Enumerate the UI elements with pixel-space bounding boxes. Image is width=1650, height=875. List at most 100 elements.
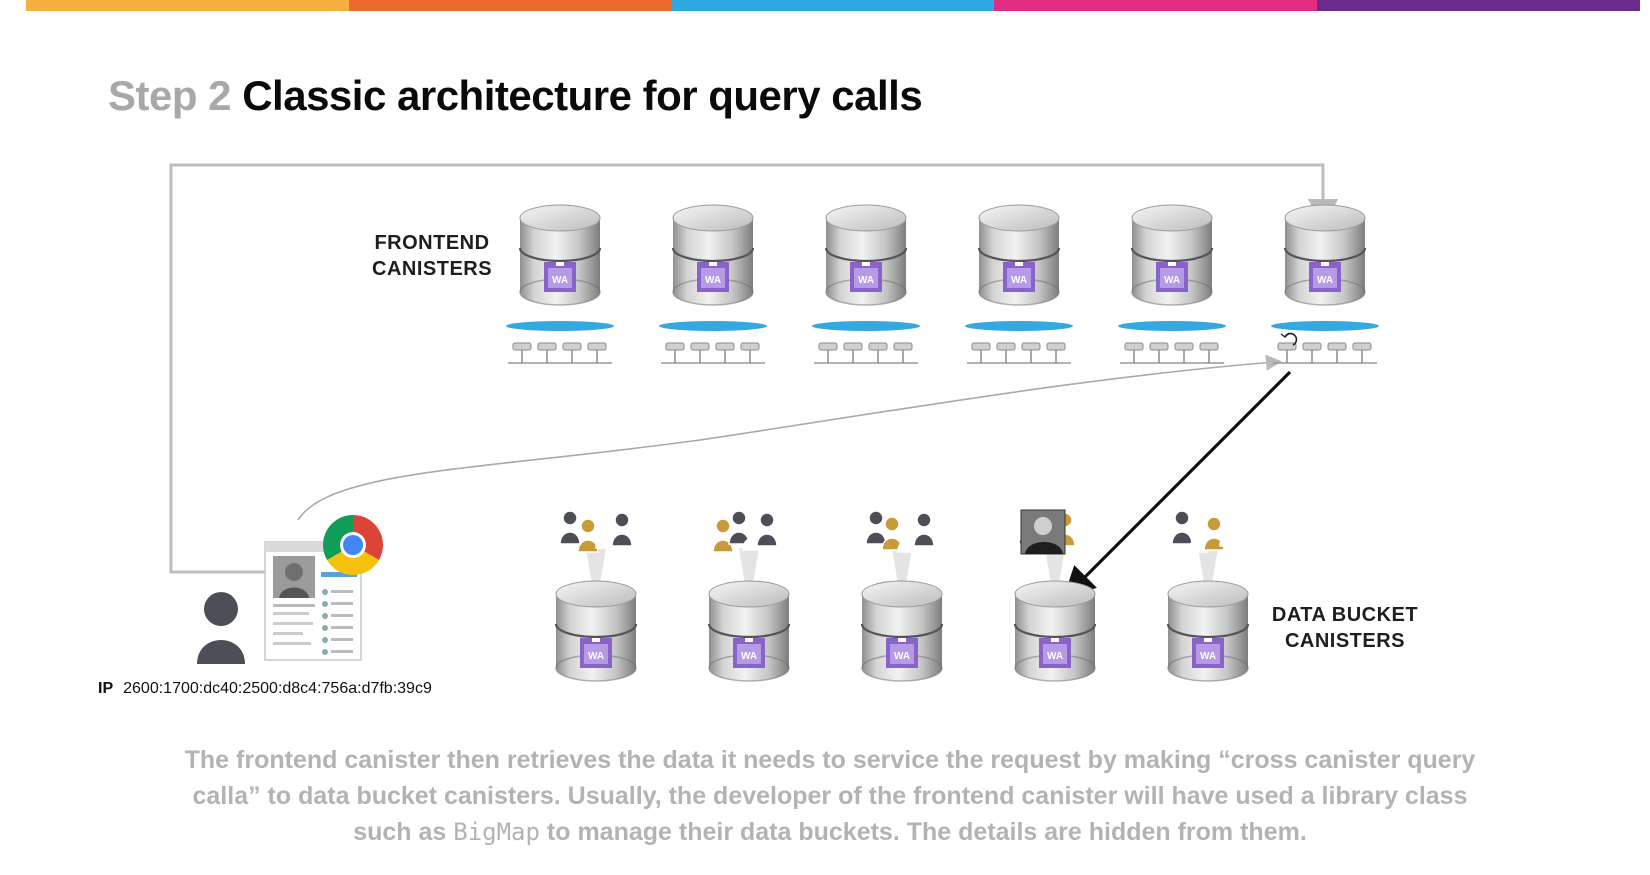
canister-icon: WA <box>977 204 1061 306</box>
canister-icon: WA <box>1013 580 1097 682</box>
canister-badge-text: WA <box>894 651 910 662</box>
person-icon <box>559 510 581 545</box>
wasm-badge-icon: WA <box>697 262 729 292</box>
person-icon <box>595 514 617 549</box>
color-bar-segment <box>994 0 1318 11</box>
browser-to-subnet-curve <box>297 354 1282 521</box>
canister-icon: WA <box>671 204 755 306</box>
wasm-badge-icon: WA <box>1309 262 1341 292</box>
wasm-badge-icon: WA <box>580 638 612 668</box>
canister-icon: WA <box>824 204 908 306</box>
subnet-disk <box>659 321 767 331</box>
user-photo-icon <box>1020 509 1066 555</box>
person-icon <box>1203 516 1225 551</box>
subnet-disk <box>1118 321 1226 331</box>
subnet-disk <box>965 321 1073 331</box>
person-icon <box>897 518 919 553</box>
beam-shape <box>892 548 912 590</box>
person-icon <box>881 516 903 551</box>
client-ip: IP 2600:1700:dc40:2500:d8c4:756a:d7fb:39c… <box>98 680 432 698</box>
node-machine-icon <box>1021 342 1041 363</box>
canister-icon: WA <box>554 580 638 682</box>
node-machine-icon <box>1199 342 1219 363</box>
person-icon <box>712 518 734 553</box>
node-machine-icon <box>996 342 1016 363</box>
wasm-badge-icon: WA <box>733 638 765 668</box>
person-icon <box>577 518 599 553</box>
caption-part2: to manage their data buckets. The detail… <box>539 818 1307 846</box>
step-label: Step 2 <box>108 72 232 119</box>
data-bucket-canisters-label: DATA BUCKET CANISTERS <box>1270 602 1420 654</box>
chrome-logo-icon <box>323 515 383 575</box>
subnet-disk <box>1271 321 1379 331</box>
node-machine-icon <box>587 342 607 363</box>
caption-code: BigMap <box>453 818 540 846</box>
person-icon <box>865 510 887 545</box>
person-icon <box>197 588 245 664</box>
node-machine-icon <box>512 342 532 363</box>
person-icon <box>1187 518 1209 553</box>
canister-icon: WA <box>707 580 791 682</box>
frontend-label-line1: FRONTEND <box>374 232 490 254</box>
canister-badge-text: WA <box>741 651 757 662</box>
canister-badge-text: WA <box>1164 275 1180 286</box>
wasm-badge-icon: WA <box>544 262 576 292</box>
node-machine-icon <box>1174 342 1194 363</box>
node-machine-icon <box>868 342 888 363</box>
node-machine-icon <box>537 342 557 363</box>
person-icon <box>728 510 750 545</box>
bucket-label-line1: DATA BUCKET <box>1271 604 1419 626</box>
node-machine-icon <box>562 342 582 363</box>
ip-label: IP <box>98 680 114 697</box>
canister-badge-text: WA <box>1317 275 1333 286</box>
subnet-nodes <box>1271 321 1379 364</box>
page-title: Step 2 Classic architecture for query ca… <box>108 72 923 120</box>
person-icon <box>1219 512 1241 547</box>
frontend-canisters-label: FRONTEND CANISTERS <box>372 230 492 282</box>
wasm-badge-icon: WA <box>1192 638 1224 668</box>
subnet-nodes <box>1118 321 1226 364</box>
node-machine-icon <box>1124 342 1144 363</box>
canister-badge-text: WA <box>588 651 604 662</box>
node-machine-icon <box>843 342 863 363</box>
user-group-icon <box>559 510 633 553</box>
subnet-disk <box>506 321 614 331</box>
wasm-badge-icon: WA <box>1156 262 1188 292</box>
node-machine-icon <box>971 342 991 363</box>
frontend-canisters: WA WA WA WA WA WA <box>506 204 1379 364</box>
person-icon <box>611 512 633 547</box>
node-machine-icon <box>665 342 685 363</box>
canister-badge-text: WA <box>1011 275 1027 286</box>
beam-shape <box>739 548 759 590</box>
canister-icon: WA <box>518 204 602 306</box>
ip-value: 2600:1700:dc40:2500:d8c4:756a:d7fb:39c9 <box>123 680 432 697</box>
person-icon <box>1171 510 1193 545</box>
node-machine-icon <box>1302 342 1322 363</box>
beam-shape <box>586 548 606 590</box>
color-bar-segment <box>26 0 349 11</box>
canister-icon: WA <box>1130 204 1214 306</box>
beam-shape <box>1198 548 1218 590</box>
title-text: Classic architecture for query calls <box>242 72 923 119</box>
color-bar-segment <box>348 0 672 11</box>
node-machine-icon <box>893 342 913 363</box>
subnet-nodes <box>659 321 767 364</box>
canister-icon: WA <box>1283 204 1367 306</box>
canister-badge-text: WA <box>552 275 568 286</box>
node-machine-icon <box>740 342 760 363</box>
node-machine-icon <box>1149 342 1169 363</box>
user-group-icon <box>865 510 935 553</box>
color-bar-segment <box>1317 0 1640 11</box>
canister-badge-text: WA <box>705 275 721 286</box>
wasm-badge-icon: WA <box>1003 262 1035 292</box>
canister-icon: WA <box>860 580 944 682</box>
caption-part1: The frontend canister then retrieves the… <box>184 746 1476 846</box>
canister-icon: WA <box>1166 580 1250 682</box>
cross-canister-query-arrow <box>1062 370 1292 600</box>
person-icon <box>756 512 778 547</box>
data-bucket-canisters: WA WA WA WA WA <box>554 509 1250 682</box>
node-machine-icon <box>715 342 735 363</box>
node-machine-icon <box>1327 342 1347 363</box>
subnet-nodes <box>812 321 920 364</box>
refresh-icon <box>1280 332 1298 346</box>
